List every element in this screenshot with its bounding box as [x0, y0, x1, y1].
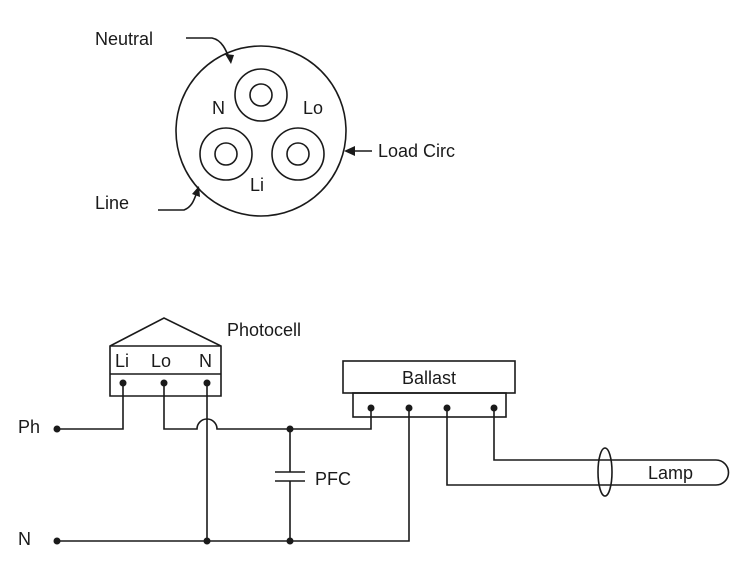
photocell-term-li: Li [115, 351, 129, 371]
lamp-lead-2 [493, 408, 716, 461]
pfc-capacitor: PFC [275, 425, 351, 545]
lamp-lead-1 [446, 408, 716, 486]
neutral-label: Neutral [95, 29, 153, 49]
neutral-leader [186, 37, 231, 61]
load-circ-arrowhead [344, 146, 355, 156]
photocell-label: Photocell [227, 320, 301, 340]
pin-n-label: N [212, 98, 225, 118]
n-label: N [18, 529, 31, 549]
neutral-bus-wire [57, 408, 410, 542]
ballast-label: Ballast [402, 368, 456, 388]
photocell-term-lo: Lo [151, 351, 171, 371]
photocell-housing [109, 317, 222, 397]
ballast-terminal-1 [367, 404, 375, 412]
socket-top-view: N Lo Li Neutral Line Load Circ [95, 29, 455, 217]
line-leader [158, 191, 198, 211]
junction-photocell-n [203, 537, 211, 545]
pin-neutral [234, 68, 288, 122]
ph-wire [57, 383, 124, 430]
ballast-terminal-strip [352, 392, 507, 418]
lamp: Lamp [446, 408, 730, 497]
ph-label: Ph [18, 417, 40, 437]
load-circ-label: Load Circ [378, 141, 455, 161]
lamp-tube-end [715, 459, 730, 486]
pfc-label: PFC [315, 469, 351, 489]
pin-load [271, 127, 325, 181]
wiring-schematic: Photocell Li Lo N Ph N [18, 317, 730, 549]
photocell-term-n: N [199, 351, 212, 371]
pin-lo-label: Lo [303, 98, 323, 118]
neutral-arrowhead [225, 54, 234, 64]
socket-outline [175, 45, 347, 217]
lo-wire [163, 383, 372, 430]
line-arrowhead [192, 186, 200, 197]
pin-line [199, 127, 253, 181]
ballast: Ballast [342, 360, 516, 418]
junction-pfc-bottom [286, 537, 294, 545]
lamp-label: Lamp [648, 463, 693, 483]
lamp-clamp [597, 447, 613, 497]
pin-li-label: Li [250, 175, 264, 195]
ballast-terminal-2 [405, 404, 413, 412]
line-label: Line [95, 193, 129, 213]
photocell: Photocell Li Lo N [109, 317, 301, 397]
